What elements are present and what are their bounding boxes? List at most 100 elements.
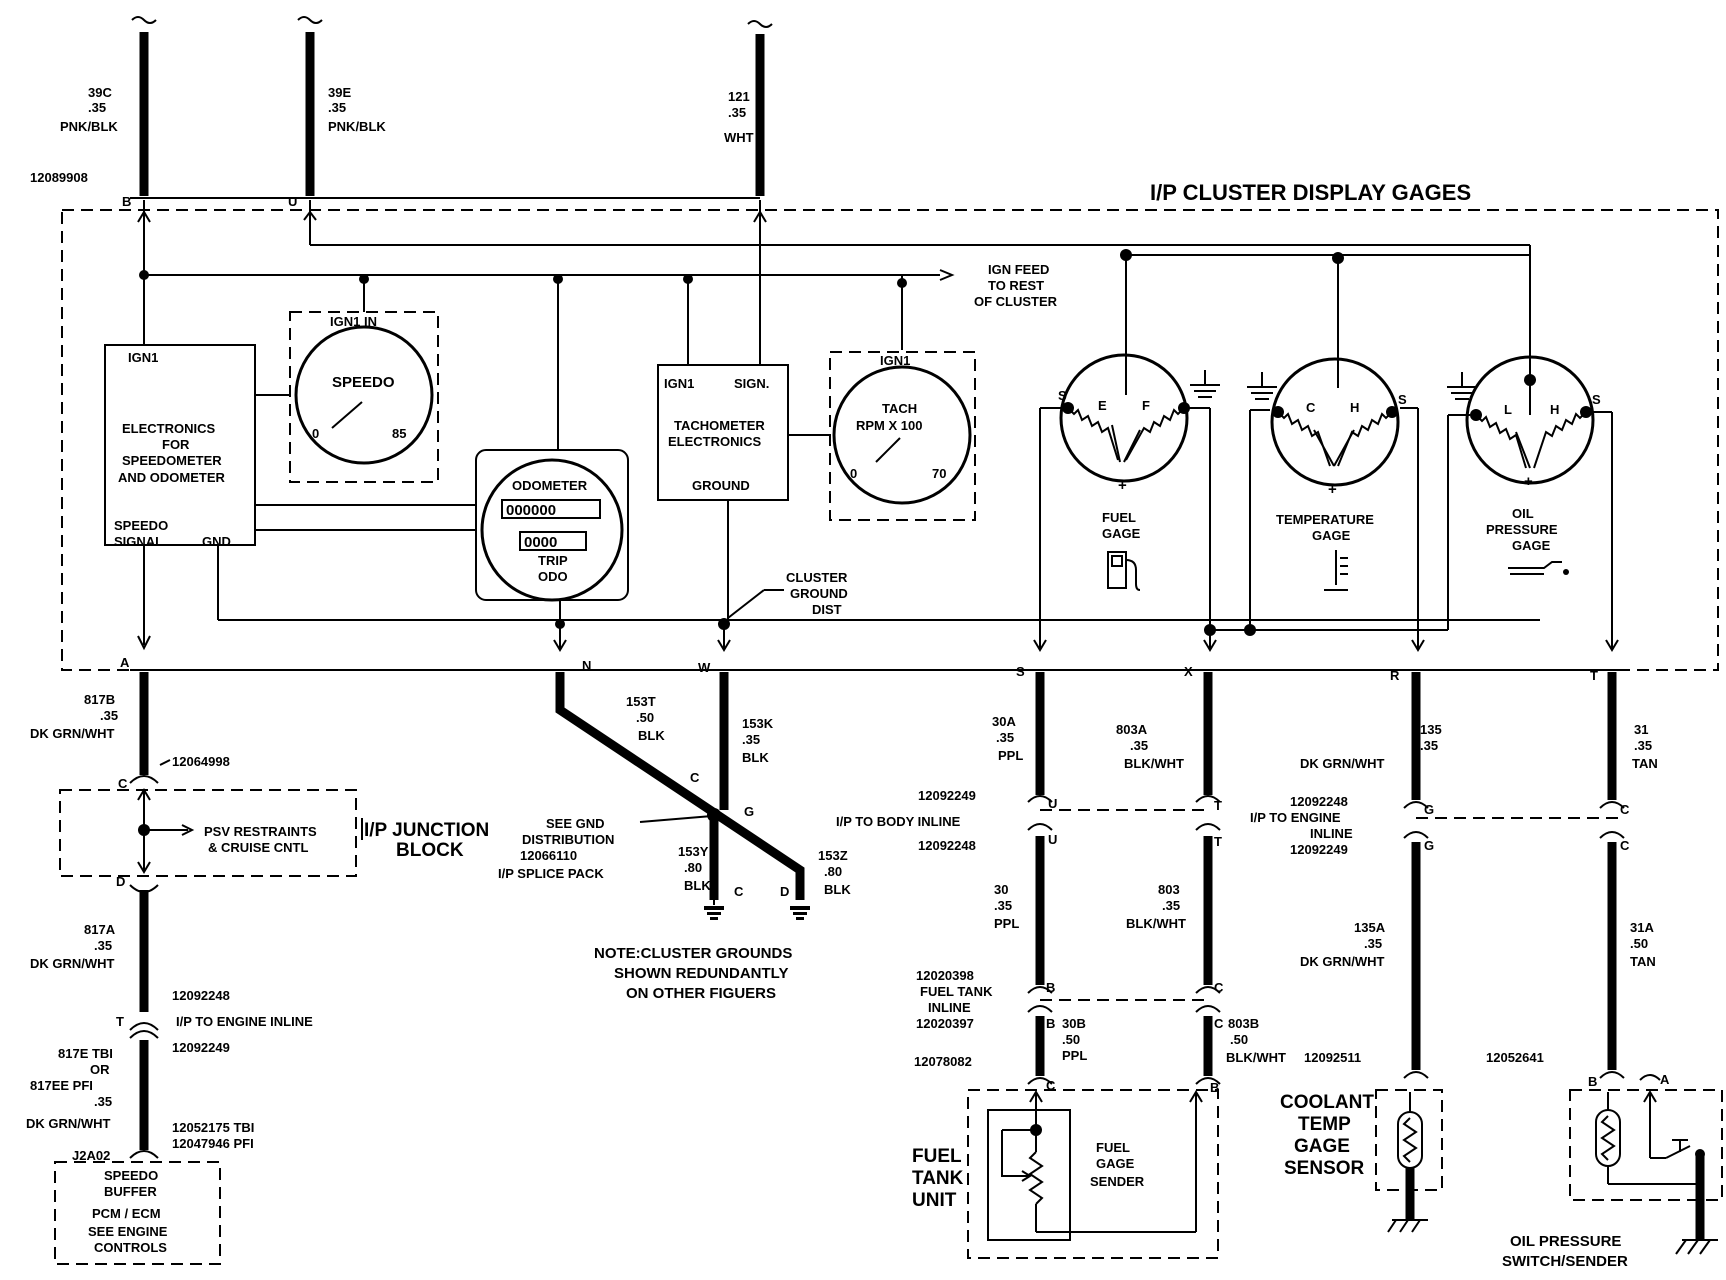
wire-817e-label: 817EE PFI	[30, 1078, 93, 1093]
wire-31a-gauge: .50	[1630, 936, 1648, 951]
wire-break-symbol	[131, 16, 157, 24]
speedo-electronics-block	[104, 344, 256, 546]
pin-g-temp2: G	[1424, 838, 1434, 853]
connector-12092511: 12092511	[1304, 1050, 1361, 1065]
svg-text:+: +	[1328, 481, 1337, 498]
wire-803b-gauge: .50	[1230, 1032, 1248, 1047]
wire-817a-color: DK GRN/WHT	[30, 956, 115, 971]
wire-30-gauge: .35	[994, 898, 1012, 913]
speedo-block-ign: IGN1	[128, 350, 158, 365]
pin-t-left: T	[116, 1014, 124, 1029]
wire-39e-label: 39E	[328, 85, 351, 100]
fuel-gage-label: GAGE	[1102, 526, 1141, 541]
fuel-tank-inline-label: FUEL TANK	[920, 984, 993, 999]
connector-12047946: 12047946 PFI	[172, 1136, 254, 1151]
temp-inline-label: INLINE	[1310, 826, 1353, 841]
wire-break-symbol	[747, 20, 773, 28]
tach-gage-line2: RPM X 100	[856, 418, 922, 433]
wire-121-color: WHT	[724, 130, 754, 145]
wire-30a-color: PPL	[998, 748, 1023, 763]
pin-t-fuel2: T	[1214, 834, 1222, 849]
pin-a-oil: A	[1660, 1072, 1670, 1087]
cluster-ground-note: ON OTHER FIGUERS	[626, 985, 776, 1002]
wire-803-label: 803	[1158, 882, 1180, 897]
cluster-boundary	[61, 209, 1719, 671]
speedo-buffer-label: PCM / ECM	[92, 1206, 161, 1221]
wire-39e-color: PNK/BLK	[328, 119, 386, 134]
ground-branch-wires	[555, 672, 810, 920]
trip-label: TRIP	[538, 553, 568, 568]
tach-gage-dial	[832, 365, 972, 505]
temp-gage-label: TEMPERATURE	[1276, 512, 1374, 527]
temp-branch-wires	[1375, 672, 1622, 1233]
pin-a: A	[120, 655, 130, 670]
wire-31-gauge: .35	[1634, 738, 1652, 753]
wire-135a-gauge: .35	[1364, 936, 1382, 951]
wire-30b-gauge: .50	[1062, 1032, 1080, 1047]
wire-39c-gauge: .35	[88, 100, 106, 115]
wire-135a-label: 135A	[1354, 920, 1386, 935]
coolant-sensor-label: COOLANT	[1280, 1092, 1374, 1113]
speedo-block-line: FOR	[162, 437, 190, 452]
pin-t: T	[1590, 668, 1598, 683]
temp-gage-h: H	[1350, 400, 1359, 415]
cluster-ground-label: CLUSTER	[786, 570, 848, 585]
pin-c-left: C	[118, 776, 128, 791]
wire-31-label: 31	[1634, 722, 1648, 737]
fuel-inline-label: I/P TO BODY INLINE	[836, 814, 961, 829]
wire-39c-color: PNK/BLK	[60, 119, 118, 134]
diagram-title: I/P CLUSTER DISPLAY GAGES	[1150, 180, 1471, 205]
tach-block-ign: IGN1	[664, 376, 694, 391]
wire-39e-gauge: .35	[328, 100, 346, 115]
wire-153t-color: BLK	[638, 728, 665, 743]
oil-gage-label: PRESSURE	[1486, 522, 1558, 537]
pin-w: W	[698, 660, 711, 675]
connector-id-top: 12089908	[30, 170, 88, 185]
tach-gage-max: 70	[932, 466, 946, 481]
speedo-buffer-label: SEE ENGINE	[88, 1224, 168, 1239]
pin-c-tank: C	[1046, 1078, 1056, 1093]
temp-inline-label: I/P TO ENGINE	[1250, 810, 1341, 825]
pin-g-ground: G	[744, 804, 754, 819]
pin-b: B	[122, 194, 131, 209]
inline-label-left: I/P TO ENGINE INLINE	[176, 1014, 313, 1029]
speedo-gage-box	[289, 311, 439, 483]
pin-d-ground: D	[780, 884, 789, 899]
pin-b-fuel: B	[1046, 980, 1055, 995]
connector-12092249-fuel: 12092249	[918, 788, 976, 803]
speedo-block-line: ELECTRONICS	[122, 421, 216, 436]
fuel-sender-label: FUEL	[1096, 1140, 1130, 1155]
wire-817a-gauge: .35	[94, 938, 112, 953]
odometer-digits: 000000	[506, 502, 556, 519]
wire-153k-label: 153K	[742, 716, 774, 731]
wire-153y-color: BLK	[684, 878, 711, 893]
connector-12092248: 12092248	[172, 988, 230, 1003]
wire-31a-color: TAN	[1630, 954, 1656, 969]
temp-gage-c: C	[1306, 400, 1316, 415]
wire-135-color: DK GRN/WHT	[1300, 756, 1385, 771]
pin-g-temp: G	[1424, 802, 1434, 817]
ign-feed-line-1: IGN FEED	[988, 262, 1049, 277]
left-branch-wires	[54, 672, 357, 1265]
wire-817b-gauge: .35	[100, 708, 118, 723]
wire-121-gauge: .35	[728, 105, 746, 120]
junction-block-label: BLOCK	[396, 840, 464, 861]
speedo-block-line: SPEEDOMETER	[122, 453, 222, 468]
pin-d-left: D	[116, 874, 125, 889]
wire-30-color: PPL	[994, 916, 1019, 931]
pin-s: S	[1016, 664, 1025, 679]
wire-153z-color: BLK	[824, 882, 851, 897]
wire-121-label: 121	[728, 89, 750, 104]
oil-branch-wires	[1569, 672, 1723, 1255]
fuel-gage-label: FUEL	[1102, 510, 1136, 525]
connector-12052641: 12052641	[1486, 1050, 1544, 1065]
wire-30b-color: PPL	[1062, 1048, 1087, 1063]
fuel-tank-unit-label: UNIT	[912, 1190, 957, 1211]
cluster-ground-note: NOTE:CLUSTER GROUNDS	[594, 945, 792, 962]
wire-803b-label: 803B	[1228, 1016, 1259, 1031]
fuel-tank-inline-label: 12020398	[916, 968, 974, 983]
tach-gage-line1: TACH	[882, 401, 917, 416]
tach-gage-box	[829, 351, 976, 521]
speedo-gage-dial	[294, 325, 434, 465]
